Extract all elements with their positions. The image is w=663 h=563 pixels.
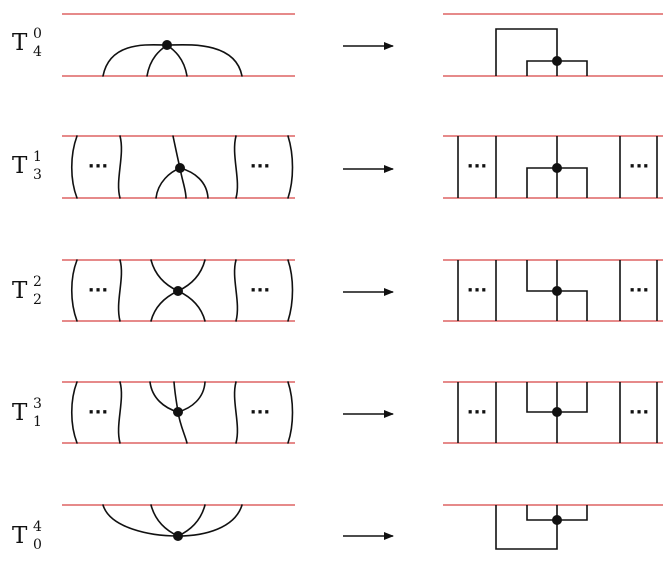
- bracket-strand: [70, 381, 78, 444]
- strand: [150, 504, 179, 537]
- strand: [102, 504, 179, 537]
- label-subscript: 0: [33, 537, 42, 553]
- ellipsis-text: ···: [629, 402, 650, 423]
- label-superscript: 4: [33, 519, 42, 535]
- ellipsis-text: ···: [250, 402, 271, 423]
- vertex-dot: [162, 40, 172, 50]
- label-subscript: 2: [33, 292, 42, 308]
- bracket-strand: [71, 135, 78, 199]
- vertex-dot: [173, 407, 183, 417]
- label-superscript: 1: [33, 149, 42, 165]
- label-subscript: 4: [33, 44, 42, 60]
- strand: [117, 135, 123, 199]
- strand: [150, 259, 179, 292]
- strand: [177, 504, 243, 537]
- label-base: T: [12, 523, 28, 549]
- ellipsis-text: ···: [629, 156, 650, 177]
- row-label-t2-2: T 2 2: [12, 275, 42, 307]
- label-superscript: 3: [33, 396, 42, 412]
- label-base: T: [12, 400, 28, 426]
- strand: [166, 44, 188, 77]
- strand: [177, 290, 206, 322]
- strand: [233, 381, 239, 444]
- ellipsis-text: ···: [250, 156, 271, 177]
- strand: [233, 259, 239, 322]
- label-base: T: [12, 30, 28, 56]
- left-vertices: [162, 40, 185, 541]
- label-superscript: 0: [33, 26, 42, 42]
- ellipsis-text: ···: [88, 156, 109, 177]
- strand: [150, 290, 179, 322]
- arrows: [343, 42, 394, 540]
- strand: [166, 43, 243, 77]
- left-diagram-t0-4: [102, 504, 243, 537]
- bracket-strand: [287, 259, 294, 322]
- right-diagram-t4-0: [495, 28, 588, 76]
- row-label-t3-1: T 1 3: [12, 150, 42, 182]
- strand: [495, 28, 558, 76]
- ellipsis-text: ···: [88, 402, 109, 423]
- vertex-dot: [552, 286, 562, 296]
- bracket-strand: [287, 381, 294, 444]
- ellipsis-text: ···: [467, 280, 488, 301]
- row-label-t4-0: T 0 4: [12, 27, 42, 59]
- strand: [155, 167, 181, 199]
- vertex-dot: [552, 56, 562, 66]
- strand: [177, 381, 206, 413]
- strand: [177, 504, 206, 537]
- strand: [117, 259, 123, 322]
- ellipsis-text: ···: [250, 280, 271, 301]
- bracket-strand: [70, 259, 78, 322]
- row-label-t1-3: T 3 1: [12, 397, 42, 429]
- right-vertices: [552, 56, 562, 525]
- label-subscript: 1: [33, 414, 42, 430]
- left-diagram-t4-0: [102, 43, 243, 77]
- label-superscript: 2: [33, 274, 42, 290]
- vertex-dot: [173, 531, 183, 541]
- vertex-dot: [552, 515, 562, 525]
- right-diagram-t0-4: [495, 505, 588, 550]
- strand: [177, 259, 206, 292]
- row-label-t0-4: T 4 0: [12, 520, 42, 552]
- boundary-lines: [62, 13, 663, 506]
- bracket-strand: [287, 135, 294, 199]
- strand: [117, 381, 123, 444]
- strand: [146, 44, 168, 77]
- ellipsis-text: ···: [467, 156, 488, 177]
- vertex-dot: [173, 286, 183, 296]
- vertex-dot: [552, 163, 562, 173]
- vertex-dot: [175, 163, 185, 173]
- ellipsis-text: ···: [88, 280, 109, 301]
- label-subscript: 3: [33, 167, 42, 183]
- ellipsis-text: ···: [629, 280, 650, 301]
- label-base: T: [12, 153, 28, 179]
- strand: [495, 505, 558, 550]
- strand: [102, 43, 168, 77]
- label-base: T: [12, 278, 28, 304]
- strand: [233, 135, 239, 199]
- strand: [179, 167, 209, 199]
- vertex-dot: [552, 407, 562, 417]
- ellipsis-text: ···: [467, 402, 488, 423]
